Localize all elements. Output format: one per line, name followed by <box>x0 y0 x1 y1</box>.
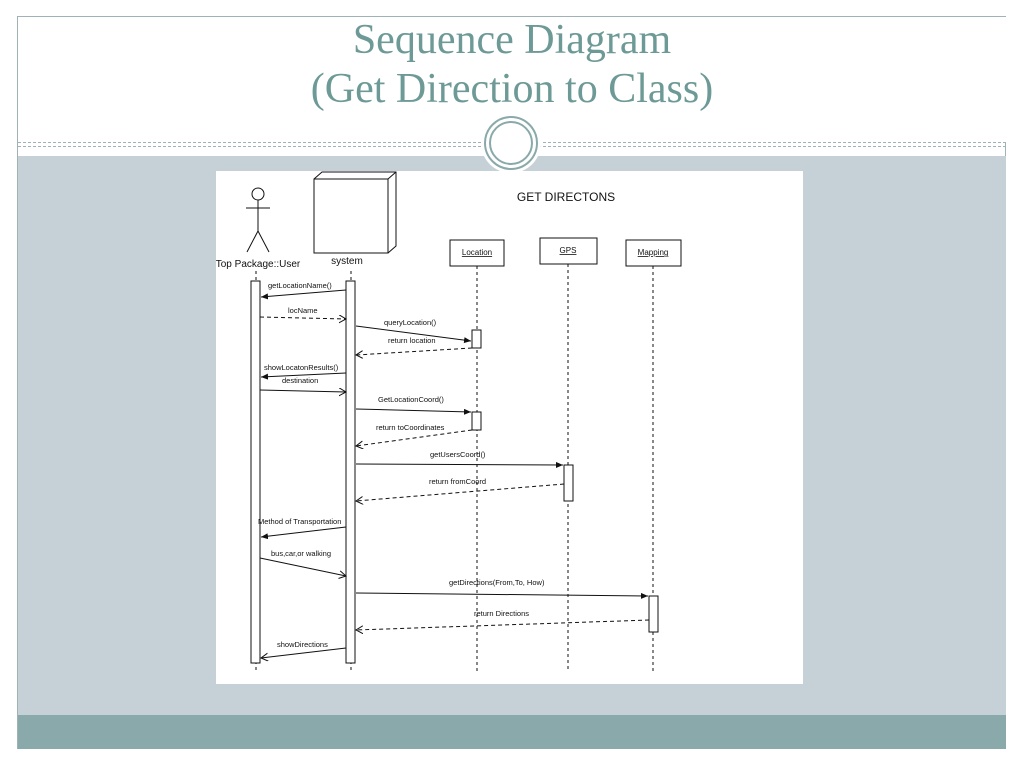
msg-label-15: showDirections <box>277 640 328 649</box>
msg-label-13: getDirections(From,To, How) <box>449 578 545 587</box>
msg-line-1 <box>260 289 347 300</box>
msg-label-9: getUsersCoord() <box>430 450 486 459</box>
msg-line-9 <box>355 461 564 468</box>
msg-line-14 <box>356 619 650 630</box>
msg-line-3 <box>355 325 472 344</box>
user-activation-bar <box>250 280 261 664</box>
msg-line-11 <box>260 526 347 540</box>
msg-label-6: destination <box>282 376 318 385</box>
msg-line-5 <box>260 372 347 380</box>
msg-line-15 <box>261 647 347 658</box>
gps-activation <box>563 464 574 502</box>
msg-label-3: queryLocation() <box>384 318 437 327</box>
mapping-object-label: Mapping <box>638 248 669 257</box>
msg-label-4: return location <box>388 336 436 345</box>
footer-band <box>18 715 1006 749</box>
location-activation-1 <box>471 329 482 349</box>
gps-object-label: GPS <box>560 246 577 255</box>
sequence-diagram: GET DIRECTONS Top Package::User system L… <box>216 171 803 684</box>
msg-label-14: return Directions <box>474 609 529 618</box>
location-object-label: Location <box>462 248 492 257</box>
diagram-heading: GET DIRECTONS <box>517 190 615 204</box>
location-activation-2 <box>471 411 482 431</box>
msg-line-6 <box>259 390 346 392</box>
msg-label-7: GetLocationCoord() <box>378 395 444 404</box>
circle-ornament-icon <box>481 113 541 173</box>
msg-label-11: Method of Transportation <box>258 517 341 526</box>
slide-title-line-2: (Get Direction to Class) <box>310 66 714 112</box>
msg-line-12 <box>259 557 346 576</box>
gps-object-box <box>539 237 598 265</box>
msg-label-8: return toCoordinates <box>376 423 445 432</box>
mapping-activation <box>648 595 659 633</box>
actor-label: Top Package::User <box>216 259 301 270</box>
msg-line-10 <box>356 483 565 501</box>
msg-line-2 <box>259 317 346 319</box>
msg-label-5: showLocatonResults() <box>264 363 339 372</box>
msg-label-12: bus,car,or walking <box>271 549 331 558</box>
system-node-box <box>313 171 397 254</box>
msg-label-10: return fromCoord <box>429 477 486 486</box>
msg-line-7 <box>355 408 472 415</box>
msg-label-2: locName <box>288 306 318 315</box>
actor-user-icon <box>246 187 270 253</box>
system-label: system <box>331 256 363 267</box>
system-activation-bar <box>345 280 356 664</box>
msg-label-1: getLocationName() <box>268 281 332 290</box>
msg-line-4 <box>356 347 473 355</box>
msg-line-8 <box>356 429 473 446</box>
slide-title-line-1: Sequence Diagram <box>352 17 672 63</box>
msg-line-13 <box>355 592 649 599</box>
